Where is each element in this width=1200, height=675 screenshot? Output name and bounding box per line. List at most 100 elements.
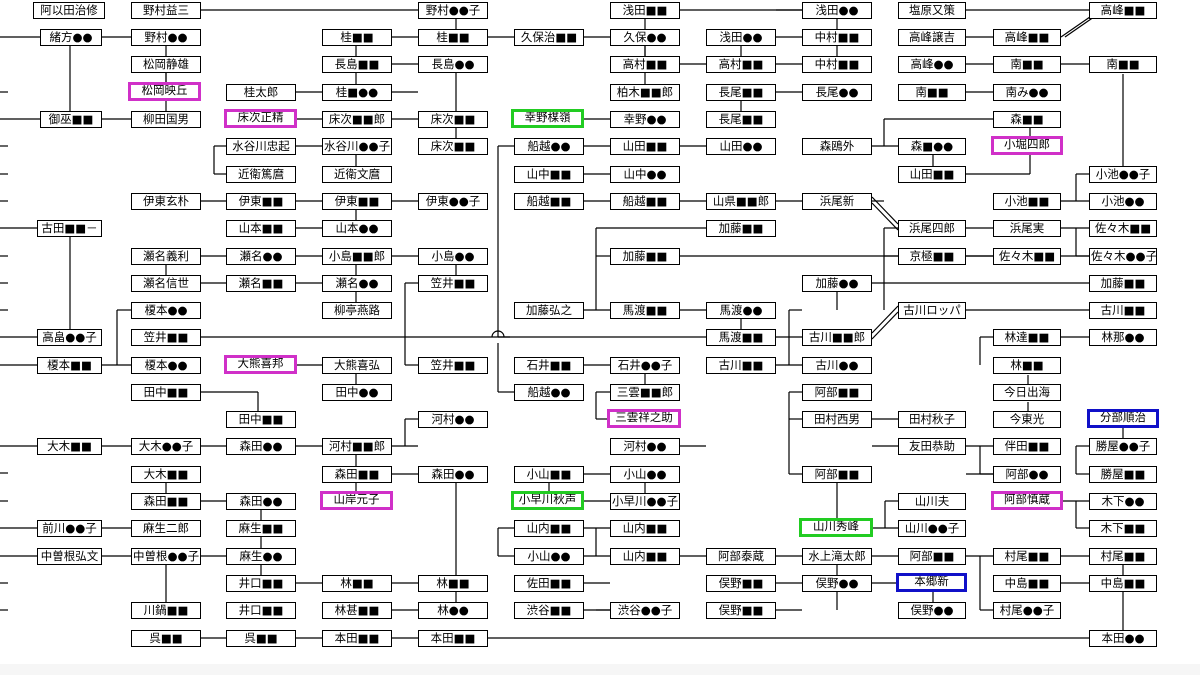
person-node: 馬渡●● bbox=[706, 302, 776, 319]
person-node: 塩原又策 bbox=[898, 2, 966, 19]
person-node: 三雲祥之助 bbox=[607, 409, 681, 428]
person-node: 小早川●●子 bbox=[610, 493, 680, 510]
person-node: 田村西男 bbox=[802, 411, 872, 428]
person-node: 榎本●● bbox=[131, 357, 201, 374]
person-node: 村尾■■ bbox=[1089, 548, 1157, 565]
person-node: 森田●● bbox=[226, 438, 296, 455]
person-node: 本田■■ bbox=[322, 630, 392, 647]
person-node: 緒方●● bbox=[40, 29, 102, 46]
person-node: 山川夫 bbox=[898, 493, 966, 510]
person-node: 近衛篤麿 bbox=[226, 166, 296, 183]
person-node: 船越■■ bbox=[610, 193, 680, 210]
person-node: 山田●● bbox=[706, 138, 776, 155]
person-node: 林■■ bbox=[322, 575, 392, 592]
person-node: 船越●● bbox=[514, 384, 584, 401]
person-node: 本田■■ bbox=[418, 630, 488, 647]
connector-line bbox=[871, 305, 899, 334]
person-node: 桂■●● bbox=[322, 84, 392, 101]
person-node: 森田●● bbox=[226, 493, 296, 510]
person-node: 山内■■ bbox=[610, 548, 680, 565]
person-node: 田中■■ bbox=[131, 384, 201, 401]
person-node: 浜尾四郎 bbox=[898, 220, 966, 237]
person-node: 本田●● bbox=[1089, 630, 1157, 647]
person-node: 水谷川忠起 bbox=[226, 138, 296, 155]
person-node: 佐々木■■ bbox=[993, 248, 1061, 265]
person-node: 桂■■ bbox=[418, 29, 488, 46]
person-node: 古田■■－ bbox=[37, 220, 102, 237]
person-node: 柳亭燕路 bbox=[322, 302, 392, 319]
person-node: 幸野楳嶺 bbox=[511, 109, 584, 128]
person-node: 佐々木●●子 bbox=[1089, 248, 1157, 265]
person-node: 前川●●子 bbox=[37, 520, 102, 537]
person-node: 小池■■ bbox=[993, 193, 1061, 210]
person-node: 瀬名信世 bbox=[131, 275, 201, 292]
connector-line bbox=[871, 196, 899, 225]
person-node: 木下●● bbox=[1089, 493, 1157, 510]
person-node: 山田■■ bbox=[898, 166, 966, 183]
person-node: 榎本●● bbox=[131, 302, 201, 319]
person-node: 今東光 bbox=[993, 411, 1061, 428]
person-node: 阿部■■ bbox=[802, 384, 872, 401]
person-node: 林■■ bbox=[993, 357, 1061, 374]
person-node: 山川●●子 bbox=[898, 520, 966, 537]
person-node: 長尾■■ bbox=[706, 84, 776, 101]
person-node: 森田●● bbox=[418, 466, 488, 483]
person-node: 高峰●● bbox=[898, 56, 966, 73]
person-node: 阿以田治修 bbox=[33, 2, 105, 19]
person-node: 大木■■ bbox=[37, 438, 102, 455]
person-node: 麻生■■ bbox=[226, 520, 296, 537]
person-node: 俣野●● bbox=[898, 602, 966, 619]
person-node: 床次■■郎 bbox=[322, 111, 392, 128]
person-node: 森田■■ bbox=[322, 466, 392, 483]
person-node: 小山●● bbox=[610, 466, 680, 483]
line-crossing-hop bbox=[491, 330, 505, 338]
person-node: 小早川秋声 bbox=[511, 491, 584, 510]
person-node: 中村■■ bbox=[802, 56, 872, 73]
person-node: 浜尾新 bbox=[802, 193, 872, 210]
person-node: 高村■■ bbox=[610, 56, 680, 73]
person-node: 田中●● bbox=[322, 384, 392, 401]
person-node: 柳田国男 bbox=[131, 111, 201, 128]
person-node: 分部順治 bbox=[1087, 409, 1159, 428]
person-node: 笠井■■ bbox=[418, 275, 488, 292]
connector-line bbox=[871, 311, 899, 340]
person-node: 石井■■ bbox=[514, 357, 584, 374]
person-node: 森田■■ bbox=[131, 493, 201, 510]
person-node: 大熊喜邦 bbox=[224, 355, 297, 374]
person-node: 俣野■■ bbox=[706, 602, 776, 619]
person-node: 桂■■ bbox=[322, 29, 392, 46]
person-node: 高村■■ bbox=[706, 56, 776, 73]
person-node: 山中●● bbox=[610, 166, 680, 183]
person-node: 山岸元子 bbox=[320, 491, 393, 510]
person-node: 森■●● bbox=[898, 138, 966, 155]
person-node: 伴田■■ bbox=[993, 438, 1061, 455]
person-node: 古川■■ bbox=[1089, 302, 1157, 319]
person-node: 床次■■ bbox=[418, 111, 488, 128]
person-node: 南■■ bbox=[1089, 56, 1157, 73]
person-node: 松岡静雄 bbox=[131, 56, 201, 73]
person-node: 浅田●● bbox=[802, 2, 872, 19]
person-node: 勝屋■■ bbox=[1089, 466, 1157, 483]
person-node: 小山●● bbox=[514, 548, 584, 565]
person-node: 古川■■郎 bbox=[802, 329, 872, 346]
person-node: 井口■■ bbox=[226, 602, 296, 619]
bottom-band bbox=[0, 664, 1200, 675]
person-node: 今日出海 bbox=[993, 384, 1061, 401]
person-node: 加藤弘之 bbox=[514, 302, 584, 319]
person-node: 瀬名●● bbox=[322, 275, 392, 292]
person-node: 小島■■郎 bbox=[322, 248, 392, 265]
person-node: 井口■■ bbox=[226, 575, 296, 592]
person-node: 大木■■ bbox=[131, 466, 201, 483]
person-node: 林●● bbox=[418, 602, 488, 619]
person-node: 林■■ bbox=[418, 575, 488, 592]
person-node: 阿部■■ bbox=[898, 548, 966, 565]
person-node: 河村●● bbox=[418, 411, 488, 428]
person-node: 加藤●● bbox=[802, 275, 872, 292]
person-node: 林甚■■ bbox=[322, 602, 392, 619]
person-node: 山県■■郎 bbox=[706, 193, 776, 210]
person-node: 石井●●子 bbox=[610, 357, 680, 374]
person-node: 佐々木■■ bbox=[1089, 220, 1157, 237]
person-node: 長尾●● bbox=[802, 84, 872, 101]
person-node: 俣野●● bbox=[802, 575, 872, 592]
person-node: 加藤■■ bbox=[1089, 275, 1157, 292]
